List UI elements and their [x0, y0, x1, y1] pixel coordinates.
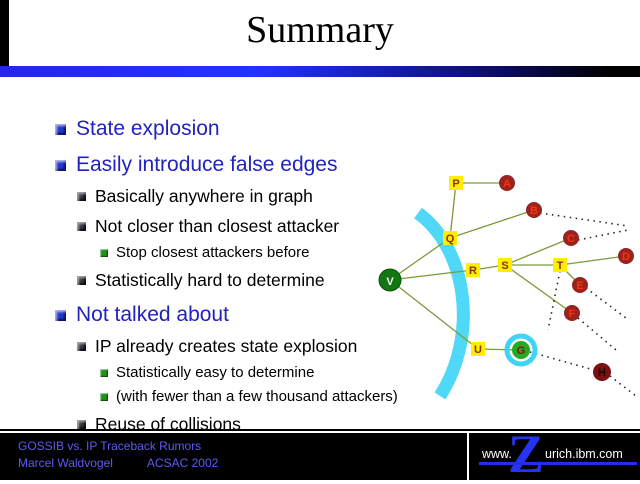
footer-bar: GOSSIB vs. IP Traceback Rumors Marcel Wa…: [0, 424, 640, 484]
bullet-text: (with fewer than a few thousand attacker…: [116, 388, 398, 405]
bullet-item: IP already creates state explosion: [77, 336, 475, 357]
graph-node-D: D: [618, 248, 634, 264]
bullet-text: Not closer than closest attacker: [95, 216, 340, 236]
graph-edges-dotted: [529, 212, 637, 397]
bullet-square-gray-icon: [77, 420, 86, 429]
bullet-text: State explosion: [76, 117, 220, 140]
footer-vertical-divider: [467, 433, 469, 480]
bullet-item: (with fewer than a few thousand attacker…: [100, 388, 475, 405]
bullet-item: Not closer than closest attacker: [77, 216, 475, 237]
slide-title: Summary: [246, 9, 394, 51]
bullet-text: Basically anywhere in graph: [95, 186, 313, 206]
logo-blue-underline: [479, 462, 637, 465]
bullet-item: Stop closest attackers before: [100, 244, 475, 261]
bullet-item: Not talked about: [55, 303, 475, 327]
bullet-text: Statistically hard to determine: [95, 270, 325, 290]
footer-presentation-title: GOSSIB vs. IP Traceback Rumors: [18, 439, 202, 453]
graph-node-B: B: [526, 202, 542, 218]
graph-node-S: S: [498, 258, 512, 272]
svg-text:T: T: [557, 260, 564, 272]
graph-node-A: A: [499, 175, 515, 191]
graph-node-F: F: [564, 305, 580, 321]
bullet-text: Statistically easy to determine: [116, 364, 315, 381]
logo-url-prefix: www.: [482, 447, 512, 461]
bullet-text: Stop closest attackers before: [116, 244, 310, 261]
cyan-highlight-ring: [504, 333, 538, 367]
graph-node-H: H: [593, 363, 611, 381]
bullet-square-green-icon: [100, 368, 108, 377]
graph-node-T: T: [553, 258, 567, 272]
bullet-square-blue-icon: [55, 309, 66, 321]
bullet-item: Statistically easy to determine: [100, 364, 475, 381]
svg-text:F: F: [569, 308, 576, 320]
svg-text:G: G: [517, 345, 526, 357]
bullet-text: Easily introduce false edges: [76, 153, 338, 176]
svg-text:H: H: [598, 367, 606, 379]
graph-node-G: G: [504, 333, 538, 367]
bullet-item: Statistically hard to determine: [77, 270, 475, 291]
svg-text:U: U: [474, 344, 482, 356]
bullet-square-blue-icon: [55, 123, 66, 135]
svg-text:B: B: [530, 205, 538, 217]
ibm-zurich-z-logo: Z: [508, 424, 545, 484]
svg-text:C: C: [567, 233, 575, 245]
bullet-square-gray-icon: [77, 276, 86, 285]
graph-node-C: C: [563, 230, 579, 246]
svg-text:A: A: [503, 178, 511, 190]
footer-conference: ACSAC 2002: [146, 456, 219, 470]
bullet-item: State explosion: [55, 117, 475, 141]
footer-credits: GOSSIB vs. IP Traceback Rumors Marcel Wa…: [18, 438, 218, 472]
graph-node-E: E: [572, 277, 588, 293]
logo-url-rest: urich.ibm.com: [545, 447, 623, 461]
bullet-item: Basically anywhere in graph: [77, 186, 475, 207]
footer-author: Marcel Waldvogel: [18, 456, 113, 470]
bullet-square-green-icon: [100, 392, 108, 401]
bullet-square-blue-icon: [55, 159, 66, 171]
top-left-black-bar: [0, 0, 9, 66]
bullet-text: IP already creates state explosion: [95, 336, 358, 356]
bullet-square-gray-icon: [77, 342, 86, 351]
svg-text:E: E: [576, 280, 583, 292]
bullet-item: Easily introduce false edges: [55, 153, 475, 177]
svg-text:D: D: [622, 251, 630, 263]
title-divider-gradient-bar: [0, 66, 640, 77]
footer-top-white-line: [0, 431, 640, 433]
bullet-square-gray-icon: [77, 192, 86, 201]
bullet-square-gray-icon: [77, 222, 86, 231]
svg-text:S: S: [501, 260, 508, 272]
bullet-list: State explosion Easily introduce false e…: [55, 105, 475, 435]
bullet-square-green-icon: [100, 248, 108, 257]
bullet-text: Not talked about: [76, 303, 229, 326]
